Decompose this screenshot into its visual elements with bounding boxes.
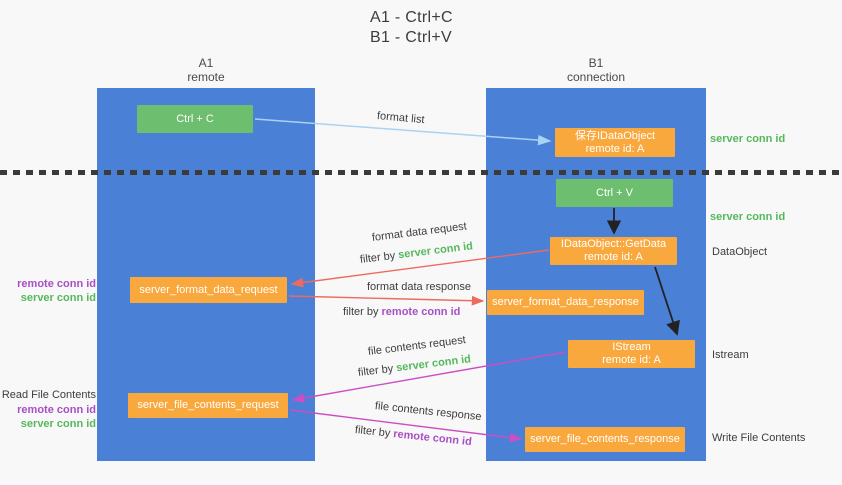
node-idataobject-getdata-line1: IDataObject::GetData xyxy=(560,238,667,250)
right-label-write-file-contents: Write File Contents xyxy=(712,432,806,444)
filter-by-text: filter by xyxy=(354,424,394,440)
lane-b1-subtitle: connection xyxy=(566,70,626,84)
node-server-file-contents-response: server_file_contents_response xyxy=(525,427,685,452)
lane-b1-name: B1 xyxy=(588,56,604,70)
lane-a1-name: A1 xyxy=(198,56,214,70)
filter-by-text: filter by xyxy=(357,362,397,379)
left-label-remote-conn-id-1: remote conn id xyxy=(17,278,96,290)
node-save-dataobject: 保存IDataObject remote id: A xyxy=(555,128,675,157)
node-server-file-contents-request: server_file_contents_request xyxy=(128,393,288,418)
remote-conn-id-text: remote conn id xyxy=(392,428,473,449)
label-filter-by-server-conn-id-1: filter by server conn id xyxy=(359,240,473,266)
label-format-data-request: format data request xyxy=(371,220,468,244)
server-conn-id-text: server conn id xyxy=(395,353,472,375)
remote-conn-id-text: remote conn id xyxy=(381,306,461,318)
right-label-istream: Istream xyxy=(712,349,749,361)
node-idataobject-getdata-line2: remote id: A xyxy=(584,251,643,263)
right-label-server-conn-id-2: server conn id xyxy=(710,211,786,223)
node-server-file-contents-request-label: server_file_contents_request xyxy=(137,399,279,411)
node-server-format-data-response-label: server_format_data_response xyxy=(492,296,639,308)
left-label-read-file-contents: Read File Contents xyxy=(1,389,96,401)
label-format-list: format list xyxy=(376,110,426,127)
node-ctrl-v: Ctrl + V xyxy=(556,179,673,207)
right-label-server-conn-id-1: server conn id xyxy=(710,133,786,145)
format-data-response-arrow xyxy=(288,295,485,306)
node-ctrl-c-label: Ctrl + C xyxy=(176,112,214,125)
lane-a1-subtitle: remote xyxy=(187,70,225,84)
node-server-file-contents-response-label: server_file_contents_response xyxy=(530,433,680,445)
label-filter-by-remote-conn-id-2: filter by remote conn id xyxy=(354,424,472,448)
node-server-format-data-request: server_format_data_request xyxy=(130,277,287,303)
filter-by-text: filter by xyxy=(343,306,382,318)
label-format-data-response: format data response xyxy=(367,281,471,293)
node-server-format-data-request-label: server_format_data_request xyxy=(139,283,278,296)
left-label-server-conn-id-1: server conn id xyxy=(20,292,96,304)
left-label-server-conn-id-2: server conn id xyxy=(20,418,96,430)
title-line-1: A1 - Ctrl+C xyxy=(370,9,453,26)
dotted-divider xyxy=(0,170,842,175)
right-label-dataobject: DataObject xyxy=(712,246,768,258)
label-filter-by-remote-conn-id-1: filter by remote conn id xyxy=(343,306,460,318)
node-idataobject-getdata: IDataObject::GetData remote id: A xyxy=(550,237,677,265)
node-save-dataobject-line2: remote id: A xyxy=(585,142,645,155)
left-label-remote-conn-id-2: remote conn id xyxy=(17,404,96,416)
lane-header-a1: A1 remote xyxy=(97,56,315,84)
node-ctrl-c: Ctrl + C xyxy=(137,105,253,133)
node-istream-line2: remote id: A xyxy=(602,354,661,366)
label-file-contents-response: file contents response xyxy=(374,400,483,424)
server-conn-id-text: server conn id xyxy=(397,240,474,262)
node-istream-line1: IStream xyxy=(612,341,651,353)
title-line-2: B1 - Ctrl+V xyxy=(370,29,452,46)
lane-header-b1: B1 connection xyxy=(486,56,706,84)
filter-by-text: filter by xyxy=(359,249,399,266)
node-save-dataobject-line1: 保存IDataObject xyxy=(574,129,656,142)
node-istream: IStream remote id: A xyxy=(568,340,695,368)
diagram-title: A1 - Ctrl+C B1 - Ctrl+V xyxy=(370,8,453,48)
node-ctrl-v-label: Ctrl + V xyxy=(596,186,633,199)
node-server-format-data-response: server_format_data_response xyxy=(487,290,644,315)
